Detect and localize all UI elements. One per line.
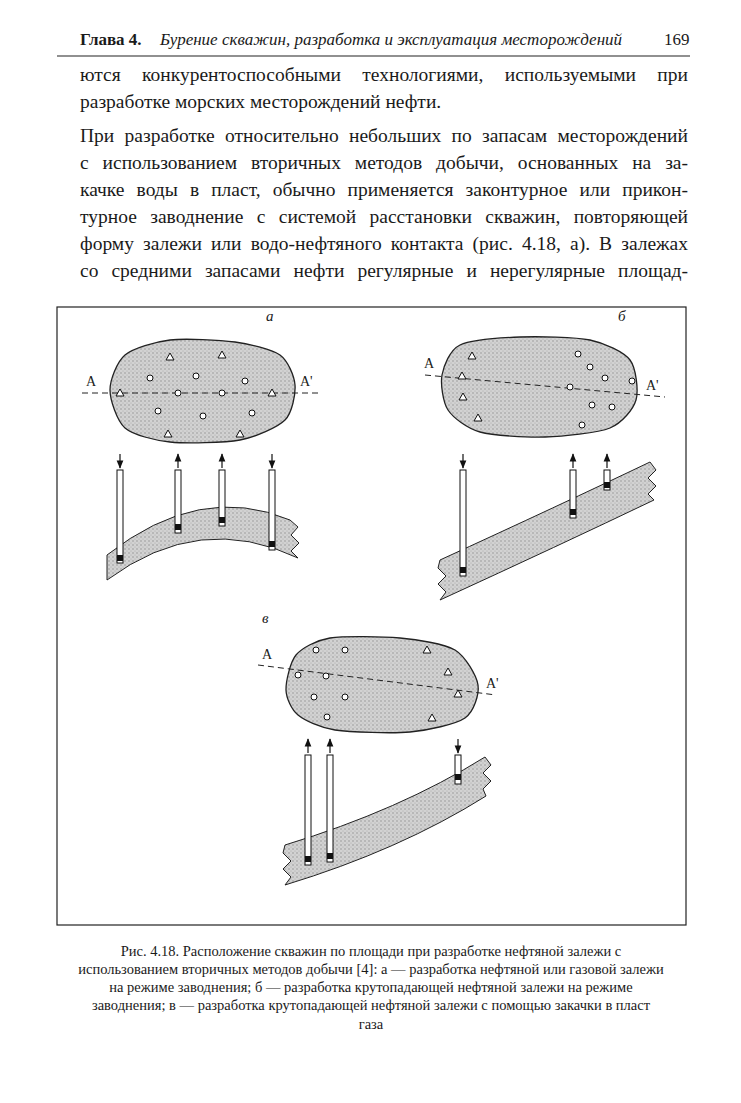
panel-letter: б [618,308,626,325]
running-header: Бурение скважин, разработка и эксплуатац… [160,30,622,50]
section-end-label: A' [486,676,499,692]
production-well-mark [219,390,225,396]
well [455,739,461,784]
section-end-label: A [86,374,96,390]
header-rule [57,55,690,56]
body-text-line: турное заводнение с системой расстановки… [80,206,688,228]
injection-well-mark [444,668,452,675]
production-well-mark [342,647,348,653]
production-well-mark [193,373,199,379]
figure-caption: Рис. 4.18. Расположение скважин по площа… [78,942,664,1033]
production-well-mark [602,375,608,381]
injection-well-mark [458,372,466,379]
production-well-mark [575,351,581,357]
section-end-label: A [262,647,272,663]
well [305,739,311,865]
body-text-line: разработке морских месторождений нефти. [80,91,441,113]
section-end-label: A' [300,374,313,390]
injection-well-mark [236,430,244,437]
deposit-outline [442,337,638,437]
production-well-mark [311,694,317,700]
body-text-line: форму залежи или водо-нефтяного контакта… [80,233,688,255]
body-text-line: с использованием вторичных методов добыч… [80,152,688,174]
deposit-outline [110,339,295,443]
injection-well-mark [116,389,124,396]
injection-well-mark [428,714,436,721]
running-header: 169 [664,30,690,50]
body-text-line: со средними запасами нефти регулярные и … [80,260,688,282]
injection-well-mark [218,351,226,358]
well [604,454,610,490]
production-well-mark [629,378,635,384]
production-well-mark [589,402,595,408]
panel-letter: а [266,308,274,325]
well [269,454,275,550]
production-well-mark [579,422,585,428]
well [327,739,333,862]
production-well-mark [155,408,161,414]
deposit-outline [286,637,478,733]
production-well-mark [147,375,153,381]
production-well-mark [324,714,330,720]
injection-well-mark [423,646,431,653]
injection-well-mark [454,690,462,697]
production-well-mark [609,404,615,410]
panel-letter: в [262,610,269,627]
production-well-mark [175,390,181,396]
production-well-mark [587,364,593,370]
section-end-label: A' [646,378,659,394]
section-end-label: A [424,356,434,372]
injection-well-mark [166,353,174,360]
well [219,454,225,526]
figure-frame [57,307,686,925]
section-line [258,665,496,695]
well [117,454,123,563]
well [460,454,466,576]
body-text-line: качке воды в пласт, обычно применяется з… [80,179,688,201]
production-well-mark [323,673,329,679]
well [175,454,181,533]
injection-well-mark [474,414,482,421]
body-text-line: При разработке относительно небольших по… [80,125,688,147]
production-well-mark [249,410,255,416]
production-well-mark [567,384,573,390]
reservoir-layer [283,757,491,885]
production-well-mark [242,378,248,384]
production-well-mark [295,672,301,678]
production-well-mark [200,413,206,419]
injection-well-mark [268,389,276,396]
production-well-mark [313,647,319,653]
reservoir-layer [438,462,656,600]
well [570,454,576,518]
production-well-mark [342,694,348,700]
injection-well-mark [164,430,172,437]
injection-well-mark [459,393,467,400]
injection-well-mark [468,352,476,359]
body-text-line: ются конкурентоспособными технологиями, … [80,64,688,86]
running-header: Глава 4. [80,30,142,50]
